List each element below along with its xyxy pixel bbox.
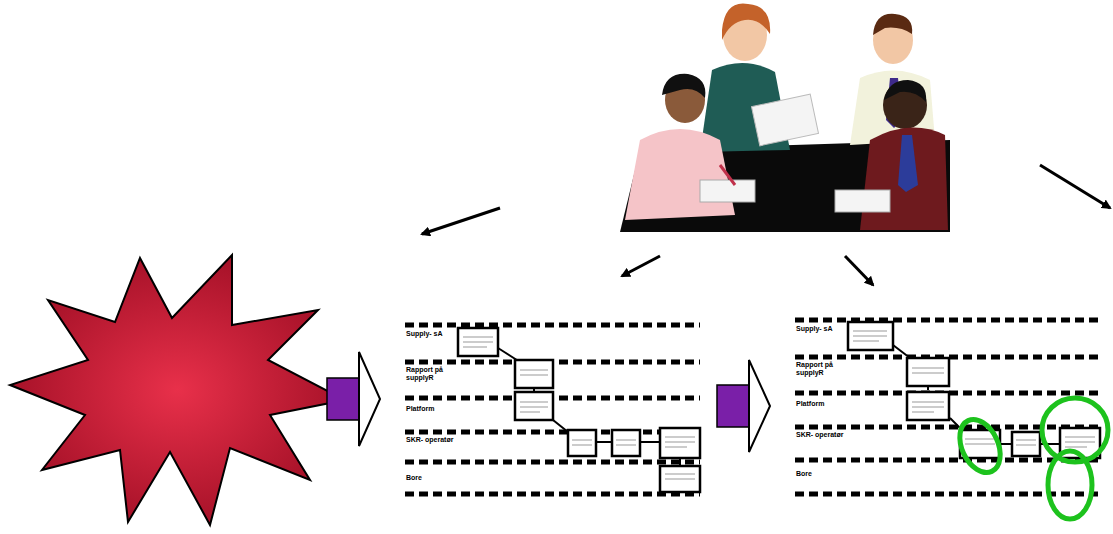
lane-label: Platform xyxy=(406,405,454,413)
lane-label: Supply- sA xyxy=(406,330,454,338)
lane-label: Supply- sA xyxy=(796,325,844,333)
lane-label: Rapport på supplyR xyxy=(406,366,454,382)
pointer-arrow xyxy=(845,256,873,285)
pointer-arrow xyxy=(1040,165,1110,208)
lane-label: SKR- operatør xyxy=(406,436,454,444)
swimlane-chart xyxy=(405,325,700,494)
lane-label: Rapport på supplyR xyxy=(796,361,844,377)
block-arrow xyxy=(717,360,770,452)
pointer-arrow xyxy=(422,208,500,234)
pointer-arrow xyxy=(622,256,660,276)
block-arrow xyxy=(327,352,380,446)
swimlane-chart xyxy=(795,320,1108,519)
lane-label: Bore xyxy=(406,474,454,482)
starburst xyxy=(10,255,345,525)
lane-label: Platform xyxy=(796,400,844,408)
meeting-clipart xyxy=(620,4,950,232)
lane-label: Bore xyxy=(796,470,844,478)
lane-label: SKR- operatør xyxy=(796,431,844,439)
